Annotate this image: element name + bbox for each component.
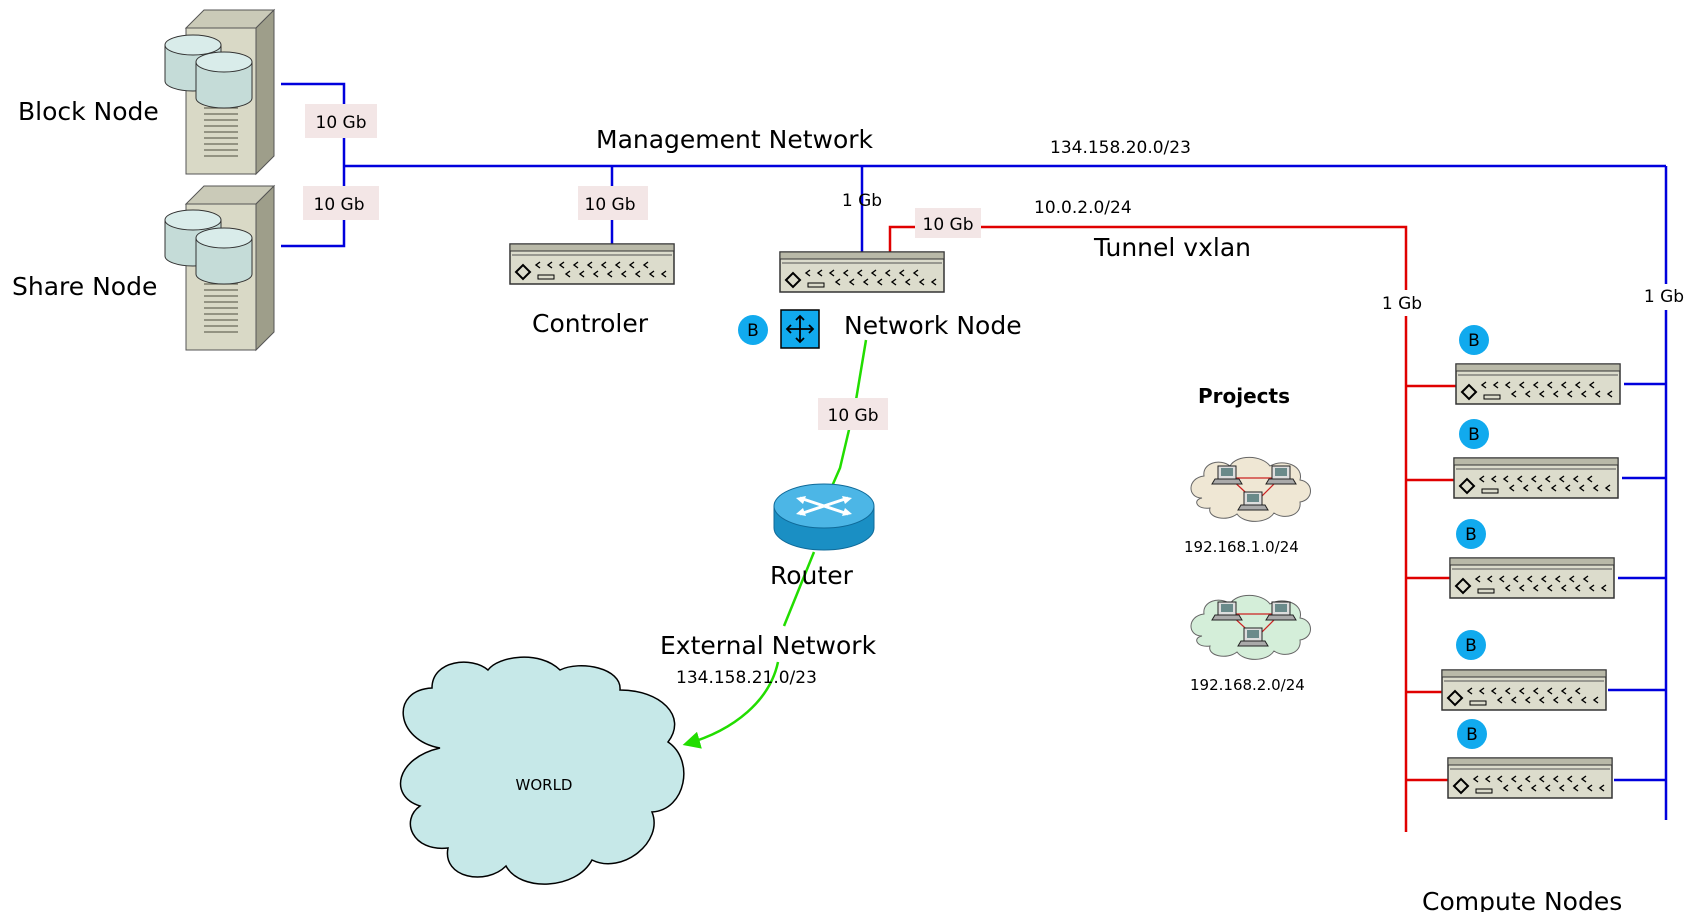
svg-text:10 Gb: 10 Gb [828, 406, 879, 426]
compute-node: B [1447, 719, 1613, 799]
project-2-subnet: 192.168.2.0/24 [1190, 676, 1305, 694]
netnode-tunnel-link [888, 225, 1408, 832]
compute-node: B [1453, 419, 1619, 499]
controller-label: Controler [532, 309, 649, 338]
storage-server-icon [164, 185, 275, 351]
bridge-badge-icon: B [1456, 519, 1486, 549]
world: WORLD [400, 656, 685, 885]
svg-text:B: B [747, 321, 759, 341]
rack-server-icon [1453, 457, 1619, 499]
svg-text:10 Gb: 10 Gb [314, 195, 365, 215]
block-node-label: Block Node [18, 97, 159, 126]
svg-text:10 Gb: 10 Gb [585, 195, 636, 215]
tunnel-title: Tunnel vxlan [1093, 233, 1251, 262]
router: Router [770, 483, 875, 590]
rack-server-icon [779, 251, 945, 293]
tunnel-network-lines [888, 225, 1460, 832]
external-network-title: External Network [660, 631, 877, 660]
share-node-label: Share Node [12, 272, 157, 301]
project-1: 192.168.1.0/24 [1184, 456, 1311, 556]
management-subnet: 134.158.20.0/23 [1050, 138, 1191, 158]
netnode-router-speed-label: 10 Gb [818, 398, 888, 430]
block-node: Block Node [18, 9, 275, 175]
svg-text:1 Gb: 1 Gb [842, 191, 882, 211]
rack-server-icon [1455, 363, 1621, 405]
compute-tunnel-speed-label: 1 Gb [1378, 290, 1426, 316]
project-1-subnet: 192.168.1.0/24 [1184, 538, 1299, 556]
compute-node: B [1449, 519, 1615, 599]
cloud-icon [400, 656, 685, 885]
world-label: WORLD [516, 776, 573, 794]
rack-server-icon [509, 243, 675, 285]
share-mgmt-speed-label: 10 Gb [303, 186, 379, 220]
svg-text:1 Gb: 1 Gb [1644, 287, 1684, 307]
network-node-label: Network Node [844, 311, 1022, 340]
switch-icon [780, 309, 820, 349]
svg-text:1 Gb: 1 Gb [1382, 294, 1422, 314]
block-node-mgmt-link [281, 82, 346, 166]
compute-nodes-label: Compute Nodes [1422, 887, 1622, 912]
bridge-badge-icon: B [1457, 719, 1487, 749]
svg-text:10 Gb: 10 Gb [316, 113, 367, 133]
netnode-mgmt-speed-label: 1 Gb [842, 191, 882, 211]
compute-nodes: B B B B [1422, 325, 1622, 912]
external-world-link [682, 661, 780, 749]
router-external-link [782, 551, 816, 627]
netnode-tunnel-speed-label: 10 Gb [915, 208, 981, 238]
controller-node: Controler [509, 243, 675, 338]
bridge-badge-icon: B [738, 315, 768, 345]
rack-server-icon [1447, 757, 1613, 799]
compute-node: B [1441, 630, 1607, 711]
svg-text:B: B [1468, 425, 1480, 445]
management-network-title: Management Network [596, 125, 874, 154]
project-2: 192.168.2.0/24 [1190, 594, 1311, 694]
tunnel-subnet: 10.0.2.0/24 [1034, 198, 1132, 218]
compute-mgmt-speed-label: 1 Gb [1640, 284, 1689, 310]
compute-node: B [1455, 325, 1621, 405]
svg-text:B: B [1466, 725, 1478, 745]
external-subnet: 134.158.21.0/23 [676, 668, 817, 688]
bridge-badge-icon: B [1459, 325, 1489, 355]
projects-title: Projects [1198, 384, 1290, 408]
router-label: Router [770, 561, 854, 590]
cloud-icon [1190, 594, 1311, 660]
bridge-badge-icon: B [1456, 630, 1486, 660]
svg-text:10 Gb: 10 Gb [923, 215, 974, 235]
controller-mgmt-speed-label: 10 Gb [578, 186, 648, 220]
block-mgmt-speed-label: 10 Gb [305, 104, 377, 138]
network-node: B Network Node [738, 251, 1022, 349]
svg-text:B: B [1465, 636, 1477, 656]
share-node: Share Node [12, 185, 275, 351]
svg-text:B: B [1468, 331, 1480, 351]
rack-server-icon [1449, 557, 1615, 599]
svg-text:B: B [1465, 525, 1477, 545]
router-icon [773, 483, 875, 551]
rack-server-icon [1441, 669, 1607, 711]
storage-server-icon [164, 9, 275, 175]
link-speed-labels: 10 Gb 10 Gb 10 Gb 1 Gb 10 Gb 10 Gb 1 Gb … [303, 104, 1689, 430]
cloud-icon [1190, 456, 1311, 522]
management-network-lines [281, 82, 1668, 820]
bridge-badge-icon: B [1459, 419, 1489, 449]
